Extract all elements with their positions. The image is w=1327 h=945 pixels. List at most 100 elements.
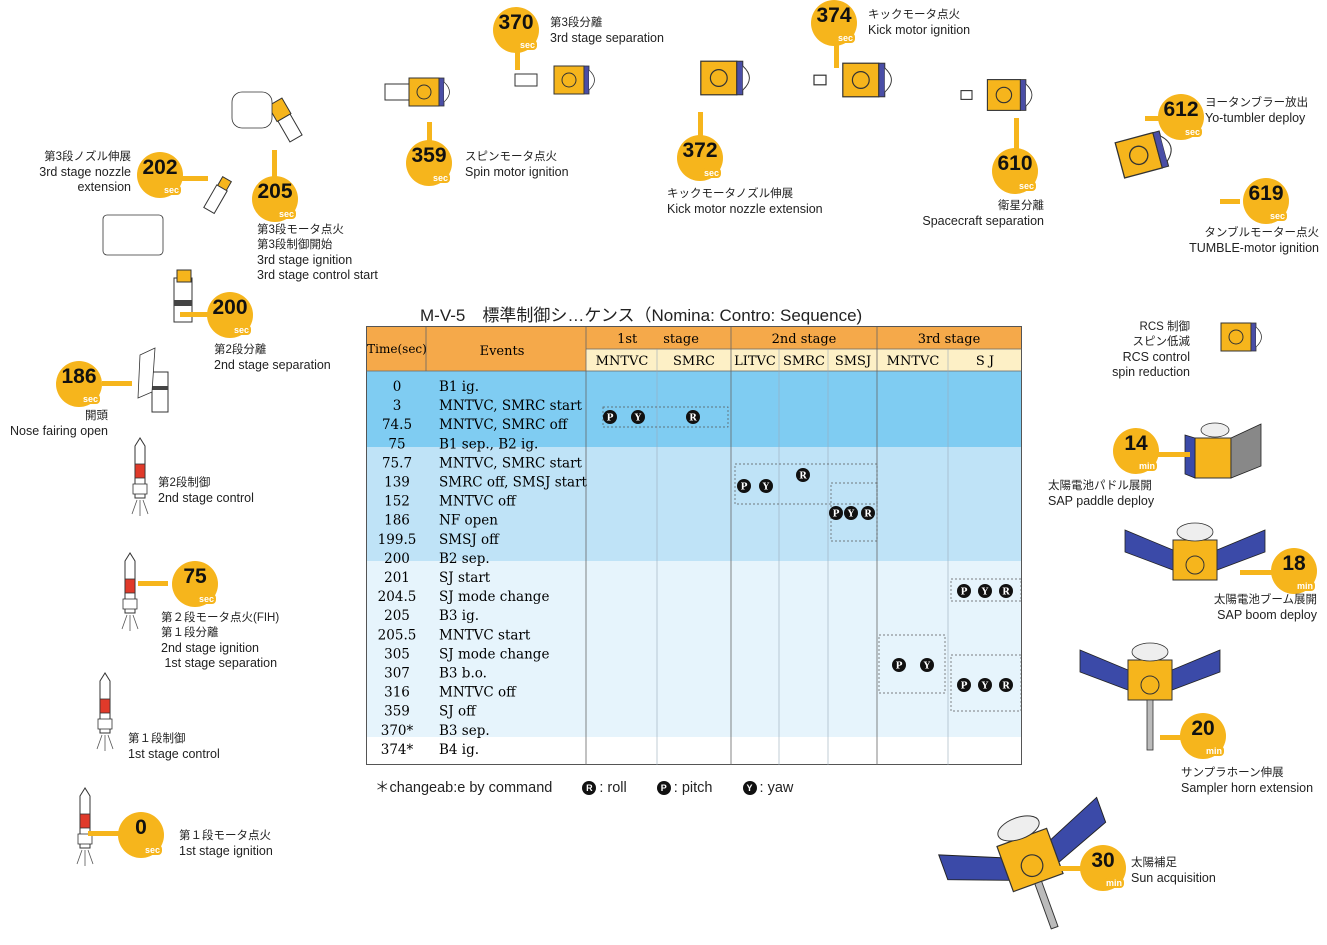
row-event: B4 ig. <box>439 742 479 758</box>
row-event: B3 b.o. <box>439 666 487 682</box>
control-symbol-p <box>892 658 906 672</box>
control-symbol-y <box>631 410 645 424</box>
row-event: MNTVC off <box>439 494 517 510</box>
legend: ＊changeab:e by command R: roll P: pitch … <box>375 776 793 797</box>
control-symbol-p <box>829 506 843 520</box>
control-symbol-r <box>999 584 1013 598</box>
connector <box>1240 570 1280 575</box>
col-time-header: Time(sec) <box>367 342 427 356</box>
connector <box>1150 452 1190 457</box>
sequence-title: M-V-5 標準制御シ…ケンス（Nomina: Contro: Sequence… <box>420 306 863 325</box>
legend-yaw: : yaw <box>759 780 794 796</box>
connector <box>698 112 703 142</box>
subsystem-header: MNTVC <box>887 354 940 369</box>
control-symbol-label: P <box>833 510 840 520</box>
row-event: B3 ig. <box>439 608 479 624</box>
row-time: 307 <box>384 666 410 682</box>
row-event: SJ off <box>439 704 477 720</box>
row-event: MNTVC, SMRC start <box>439 455 583 471</box>
connector <box>1145 116 1165 121</box>
row-event: NF open <box>439 513 498 529</box>
subsystem-header: S J <box>976 354 994 369</box>
connector <box>180 176 208 181</box>
subsystem-header: MNTVC <box>596 354 649 369</box>
stage3-header: 3rd stage <box>918 332 981 347</box>
connector <box>102 381 132 386</box>
stage2-header: 2nd stage <box>772 332 837 347</box>
row-time: 139 <box>384 475 410 491</box>
control-symbol-label: R <box>799 472 807 482</box>
row-time: 74.5 <box>382 417 412 433</box>
control-symbol-label: Y <box>634 414 642 424</box>
control-symbol-p <box>957 584 971 598</box>
row-time: 199.5 <box>378 532 417 548</box>
control-symbol-label: P <box>896 662 903 672</box>
subsystem-header: SMRC <box>783 354 825 369</box>
row-time: 75.7 <box>382 455 412 471</box>
subsystem-header: SMRC <box>673 354 715 369</box>
connector <box>272 150 277 182</box>
control-symbol-y <box>978 584 992 598</box>
connector <box>1160 735 1190 740</box>
connector <box>88 831 122 836</box>
row-event: B2 sep. <box>439 551 490 567</box>
legend-pitch: : pitch <box>673 780 713 796</box>
yaw-symbol-icon: Y <box>742 781 757 795</box>
row-event: B1 sep., B2 ig. <box>439 436 538 452</box>
connector <box>1050 866 1090 871</box>
row-time: 204.5 <box>378 589 417 605</box>
row-event: MNTVC, SMRC off <box>439 417 569 433</box>
control-symbol-label: R <box>1002 682 1010 692</box>
subsystem-header: SMSJ <box>835 354 871 369</box>
col-events-header: Events <box>480 344 525 359</box>
control-symbol-r <box>999 678 1013 692</box>
control-symbol-label: Y <box>847 510 855 520</box>
control-symbol-r <box>686 410 700 424</box>
row-event: SMRC off, SMSJ start <box>439 475 588 491</box>
row-event: MNTVC start <box>439 627 531 643</box>
control-symbol-y <box>920 658 934 672</box>
row-event: B1 ig. <box>439 379 479 395</box>
control-symbol-label: Y <box>981 588 989 598</box>
control-symbol-label: P <box>741 483 748 493</box>
row-time: 3 <box>393 398 402 414</box>
control-symbol-label: P <box>961 682 968 692</box>
control-symbol-label: R <box>1002 588 1010 598</box>
legend-note: ＊changeab:e by command <box>375 780 553 796</box>
control-symbol-label: R <box>864 510 872 520</box>
row-event: SJ mode change <box>439 646 549 662</box>
row-time: 200 <box>384 551 410 567</box>
row-event: SJ mode change <box>439 589 549 605</box>
row-time: 374* <box>381 742 414 758</box>
row-time: 205 <box>384 608 410 624</box>
stage1-header: 1st stage <box>617 332 699 347</box>
